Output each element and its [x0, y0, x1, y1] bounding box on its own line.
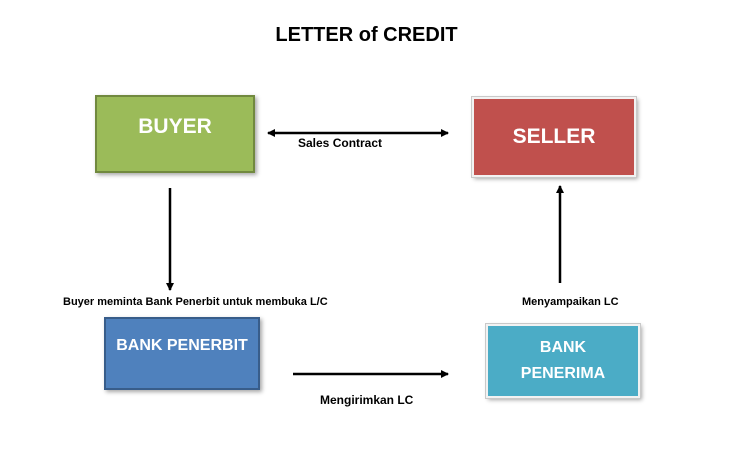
bank-penerima-label: BANK PENERIMA — [520, 339, 606, 382]
sales-contract-label: Sales Contract — [298, 136, 383, 150]
mengirimkan-label: Mengirimkan LC — [320, 393, 414, 407]
bank-penerbit-node: BANK PENERBIT — [104, 317, 260, 390]
diagram-title: LETTER of CREDIT — [275, 24, 458, 46]
bank-penerima-node: BANK PENERIMA — [485, 323, 641, 399]
buyer-node: BUYER — [95, 95, 255, 173]
buyer-request-label: Buyer meminta Bank Penerbit untuk membuk… — [63, 296, 328, 308]
seller-node: SELLER — [471, 96, 637, 178]
buyer-label: BUYER — [138, 115, 212, 138]
menyampaikan-label: Menyampaikan LC — [522, 296, 619, 308]
bank-penerbit-label: BANK PENERBIT — [116, 337, 248, 354]
seller-label: SELLER — [512, 125, 596, 148]
